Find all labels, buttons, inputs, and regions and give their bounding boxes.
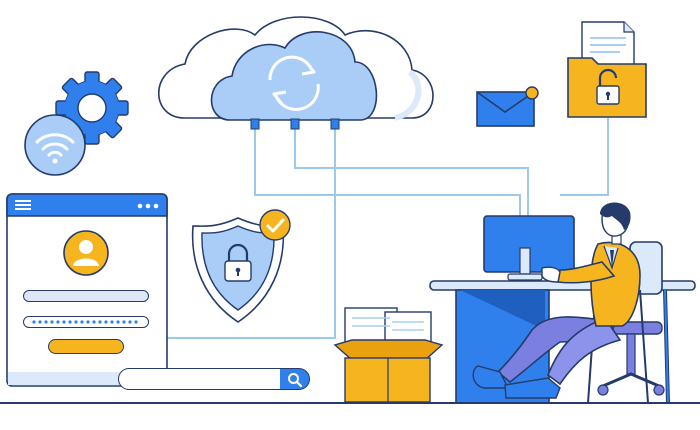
desktop-monitor-icon — [483, 215, 575, 281]
window-menu-button[interactable] — [12, 199, 34, 213]
password-dots — [32, 320, 138, 324]
window-more-options-button[interactable] — [132, 199, 162, 213]
kebab-icon — [137, 203, 159, 209]
envelope-icon — [476, 86, 539, 127]
login-button[interactable] — [48, 339, 124, 354]
search-input[interactable] — [118, 368, 282, 390]
user-avatar-icon — [63, 230, 109, 276]
wifi-icon — [24, 114, 86, 176]
hamburger-icon — [15, 200, 31, 210]
person-at-desk — [472, 202, 641, 399]
gear-icon — [55, 71, 129, 145]
search-icon — [287, 373, 302, 388]
network-connection-lines — [165, 118, 609, 339]
search-button[interactable] — [280, 368, 310, 390]
locked-folder-icon — [567, 21, 647, 118]
username-field[interactable] — [23, 290, 149, 302]
checkmark-icon — [259, 209, 291, 241]
cardboard-box-icon — [333, 307, 444, 403]
shield-lock-icon — [191, 217, 285, 323]
password-field[interactable] — [23, 316, 149, 328]
cloud-sync-icon — [210, 31, 378, 130]
